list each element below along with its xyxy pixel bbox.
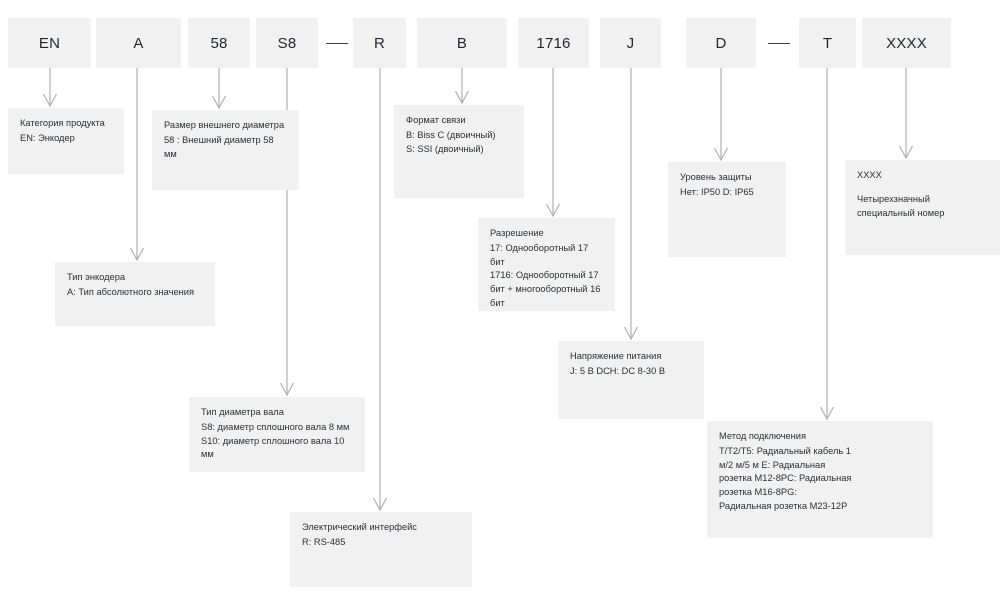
arrow-head-icon [454,90,470,105]
arrow-head-icon [129,247,145,262]
code-segment-label: T [822,34,833,52]
description-body: 17: Однооборотный 17 бит 1716: Однооборо… [490,242,601,308]
code-segment-j[interactable]: J [600,18,661,68]
arrow-head-icon [545,203,561,218]
connector-58 [211,68,227,110]
arrow-head-icon [211,95,227,110]
code-segment-label: EN [38,34,61,52]
connector-t [819,68,835,421]
arrow-head-icon [819,406,835,421]
arrow-head-icon [898,145,914,160]
description-title: XXXX [857,170,882,180]
code-segment-d[interactable]: D [686,18,756,68]
description-body: Нет: IP50 D: IP65 [680,186,754,197]
description-serial-number: XXXX Четырехзначный специальный номер [845,160,1000,255]
arrow-head-icon [42,93,58,108]
dash-1 [326,43,348,44]
arrow-head-icon [623,326,639,341]
description-title: Размер внешнего диаметра [164,120,285,130]
dash-2 [768,43,790,44]
connector-j [623,68,639,341]
code-segment-label: R [373,34,386,52]
description-body: S8: диаметр сплошного вала 8 мм S10: диа… [201,421,350,460]
description-resolution: Разрешение 17: Однооборотный 17 бит 1716:… [478,218,615,311]
code-segment-label: D [715,34,727,52]
code-segment-label: 1716 [536,34,571,52]
description-outer-diameter-size: Размер внешнего диаметра 58 : Внешний диа… [152,110,299,190]
code-segment-label: J [626,34,635,52]
connector-d [713,68,729,162]
connector-en [42,68,58,108]
description-supply-voltage: Напряжение питания J: 5 В DCH: DC 8-30 В [558,341,704,419]
connector-1716 [545,68,561,218]
description-title: Метод подключения [719,431,807,441]
code-segment-xxxx[interactable]: XXXX [862,18,951,68]
description-title: Формат связи [406,115,466,125]
code-segment-label: B [456,34,468,52]
description-body: J: 5 В DCH: DC 8-30 В [570,365,666,376]
arrow-head-icon [713,147,729,162]
code-segment-b[interactable]: B [417,18,507,68]
description-title: Тип диаметра вала [201,407,284,417]
connector-r [372,68,388,512]
description-body: Четырехзначный специальный номер [857,193,945,218]
description-title: Тип энкодера [67,272,126,282]
code-segment-label: S8 [277,34,297,52]
description-title: Категория продукта [20,118,105,128]
code-segment-s8[interactable]: S8 [256,18,318,68]
description-electrical-interface: Электрический интерфейс R: RS-485 [290,512,472,587]
code-segment-58[interactable]: 58 [188,18,250,68]
code-segment-1716[interactable]: 1716 [518,18,589,68]
description-title: Электрический интерфейс [302,522,417,532]
description-title: Уровень защиты [680,172,752,182]
description-encoder-type: Тип энкодера A: Тип абсолютного значения [55,262,215,326]
description-body: B: Biss C (двоичный) S: SSI (двоичный) [406,129,496,154]
arrow-head-icon [372,497,388,512]
description-body: T/T2/T5: Радиальный кабель 1 м/2 м/5 м E… [719,445,852,511]
code-segment-r[interactable]: R [353,18,406,68]
connector-a [129,68,145,262]
code-segment-a[interactable]: A [96,18,181,68]
description-body: A: Тип абсолютного значения [67,286,194,297]
code-segment-label: 58 [210,34,228,52]
connector-xxxx [898,68,914,160]
description-body: EN: Энкодер [20,132,75,143]
code-segment-t[interactable]: T [799,18,856,68]
connector-b [454,68,470,105]
description-body: R: RS-485 [302,536,346,547]
description-title: Напряжение питания [570,351,662,361]
description-body: 58 : Внешний диаметр 58 мм [164,134,274,159]
arrow-head-icon [279,382,295,397]
code-segment-en[interactable]: EN [8,18,91,68]
code-segment-label: XXXX [886,34,927,52]
code-segment-label: A [133,34,144,52]
description-title: Разрешение [490,228,544,238]
description-communication-format: Формат связи B: Biss C (двоичный) S: SSI … [394,105,524,198]
